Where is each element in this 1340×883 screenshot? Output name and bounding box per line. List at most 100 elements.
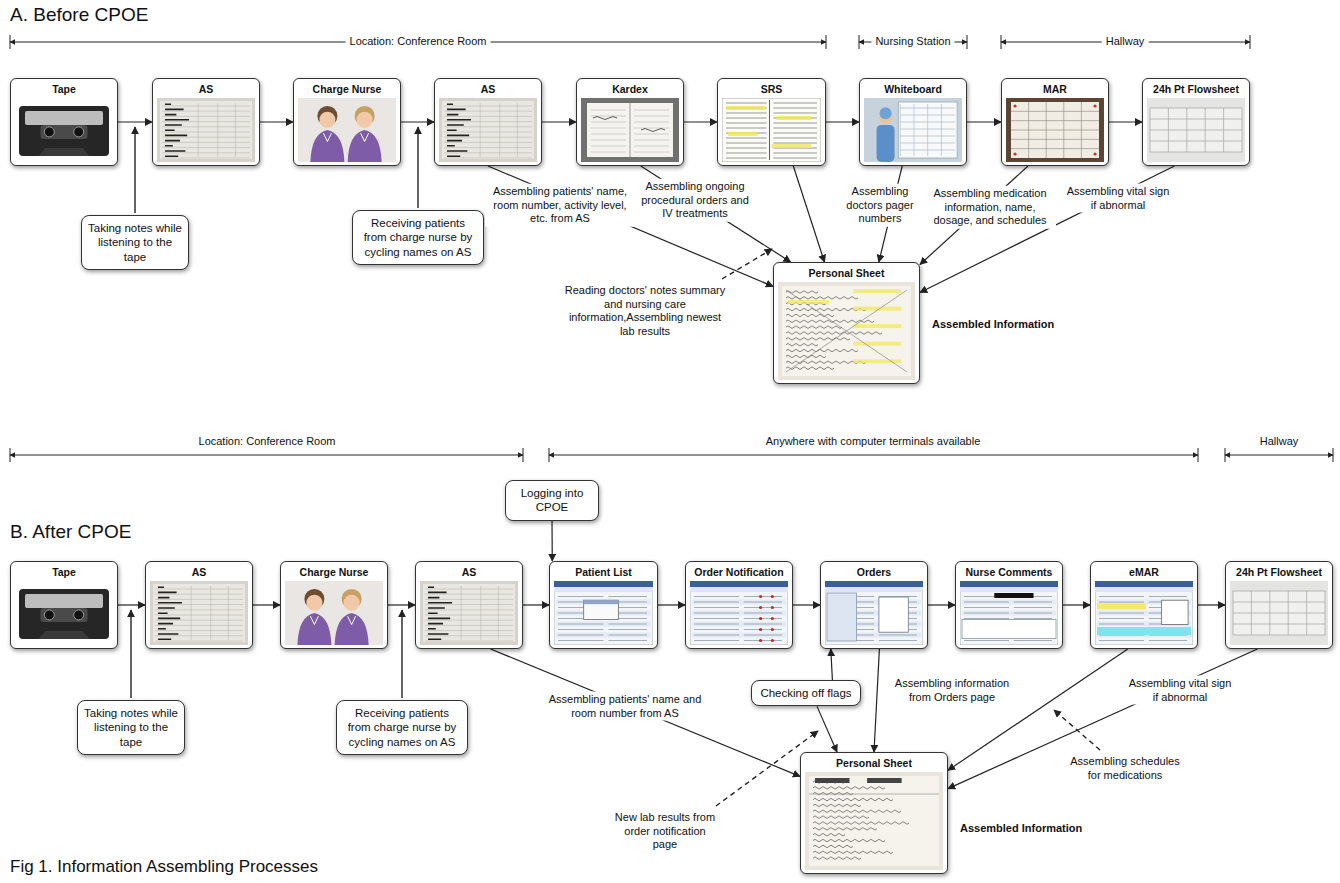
picture-box: Personal Sheet [800, 752, 948, 874]
box-heading: eMAR [1091, 562, 1197, 579]
picture-part [880, 107, 892, 119]
picture-part [726, 123, 767, 124]
picture-part [813, 857, 861, 860]
picture-part [556, 622, 651, 627]
picture-part [447, 140, 462, 142]
picture-part [813, 851, 893, 854]
box-heading: Kardex [577, 79, 683, 96]
picture-part [158, 618, 180, 620]
picture [825, 581, 923, 645]
picture-part [428, 607, 445, 609]
picture-part [554, 581, 653, 645]
picture-part [444, 158, 532, 159]
picture-part [361, 133, 369, 141]
picture-part [165, 140, 180, 142]
note-text: Receiving patients from charge nurse by … [358, 216, 478, 259]
picture-box: Charge Nurse [293, 78, 401, 166]
picture-box: 24h Pt Flowsheet [1142, 78, 1250, 166]
bracket-tick [1333, 448, 1334, 462]
picture-part [776, 116, 811, 120]
picture-part [1011, 102, 1099, 158]
bracket-tick [826, 35, 827, 49]
picture-part [1269, 591, 1270, 635]
picture-part [641, 129, 665, 132]
picture-part [778, 282, 915, 380]
picture-part [155, 615, 243, 616]
picture-part [591, 146, 626, 147]
connector [920, 166, 1174, 293]
picture-part [1233, 624, 1325, 625]
picture-part [425, 599, 513, 600]
picture-part [813, 810, 901, 813]
picture-part [444, 142, 532, 143]
picture-part [461, 586, 462, 640]
picture-part [694, 602, 739, 603]
connector [948, 649, 1128, 770]
picture-part [165, 124, 182, 126]
bracket-tick [967, 35, 968, 49]
box-heading: AS [153, 79, 259, 96]
section-heading: B. After CPOE [10, 521, 131, 543]
picture-part [584, 600, 619, 604]
picture-part [813, 787, 885, 790]
picture-part [198, 103, 199, 157]
connector [1063, 604, 1090, 605]
picture [157, 98, 255, 162]
picture-part [773, 113, 817, 114]
picture-part [1150, 119, 1242, 120]
box-heading: Order Notification [686, 562, 792, 579]
picture-part [913, 104, 914, 156]
picture-part [877, 125, 895, 162]
picture-part [428, 602, 452, 604]
box-heading: AS [435, 79, 541, 96]
connector [118, 121, 152, 122]
picture-part [444, 106, 532, 107]
picture-part [499, 103, 500, 157]
picture-part [788, 300, 829, 304]
picture-part [759, 628, 762, 631]
picture-part [786, 355, 826, 358]
picture-part [428, 597, 439, 599]
picture-part [1095, 581, 1193, 645]
picture-part [786, 291, 818, 294]
picture-part [155, 609, 243, 610]
picture-part [165, 119, 189, 121]
picture-part [1014, 640, 1052, 641]
picture-part [444, 126, 532, 127]
box-heading: MAR [1002, 79, 1108, 96]
picture-part [25, 594, 103, 608]
picture-part [591, 110, 626, 111]
picture-part [692, 633, 786, 638]
picture-part [692, 622, 786, 627]
picture-part [809, 794, 939, 795]
picture-part [962, 611, 1056, 616]
picture-part [825, 581, 923, 587]
picture-part [447, 150, 467, 152]
picture-part [155, 625, 243, 626]
edge-label: Assembling vital sign if abnormal [1124, 676, 1236, 705]
picture-part [1099, 624, 1144, 625]
picture-part [759, 595, 762, 598]
picture-part [690, 587, 788, 592]
picture-part [773, 138, 817, 139]
picture-part [15, 98, 113, 162]
picture-part [155, 630, 243, 631]
picture-part [1011, 148, 1099, 149]
dashed-leader [722, 249, 772, 279]
picture [298, 98, 396, 162]
picture-part [960, 581, 1058, 587]
picture-part [782, 286, 911, 376]
picture [690, 581, 788, 645]
picture-part [319, 112, 335, 128]
picture-part [162, 116, 250, 117]
picture-part [155, 604, 243, 605]
bracket-line [10, 455, 523, 456]
picture-box: Tape [10, 78, 118, 166]
location-label: Location: Conference Room [199, 435, 336, 449]
picture [1095, 581, 1193, 645]
picture [805, 772, 943, 870]
picture-part [1011, 120, 1099, 121]
picture-part [726, 148, 767, 149]
picture-part [771, 639, 774, 642]
picture-part [581, 98, 679, 162]
